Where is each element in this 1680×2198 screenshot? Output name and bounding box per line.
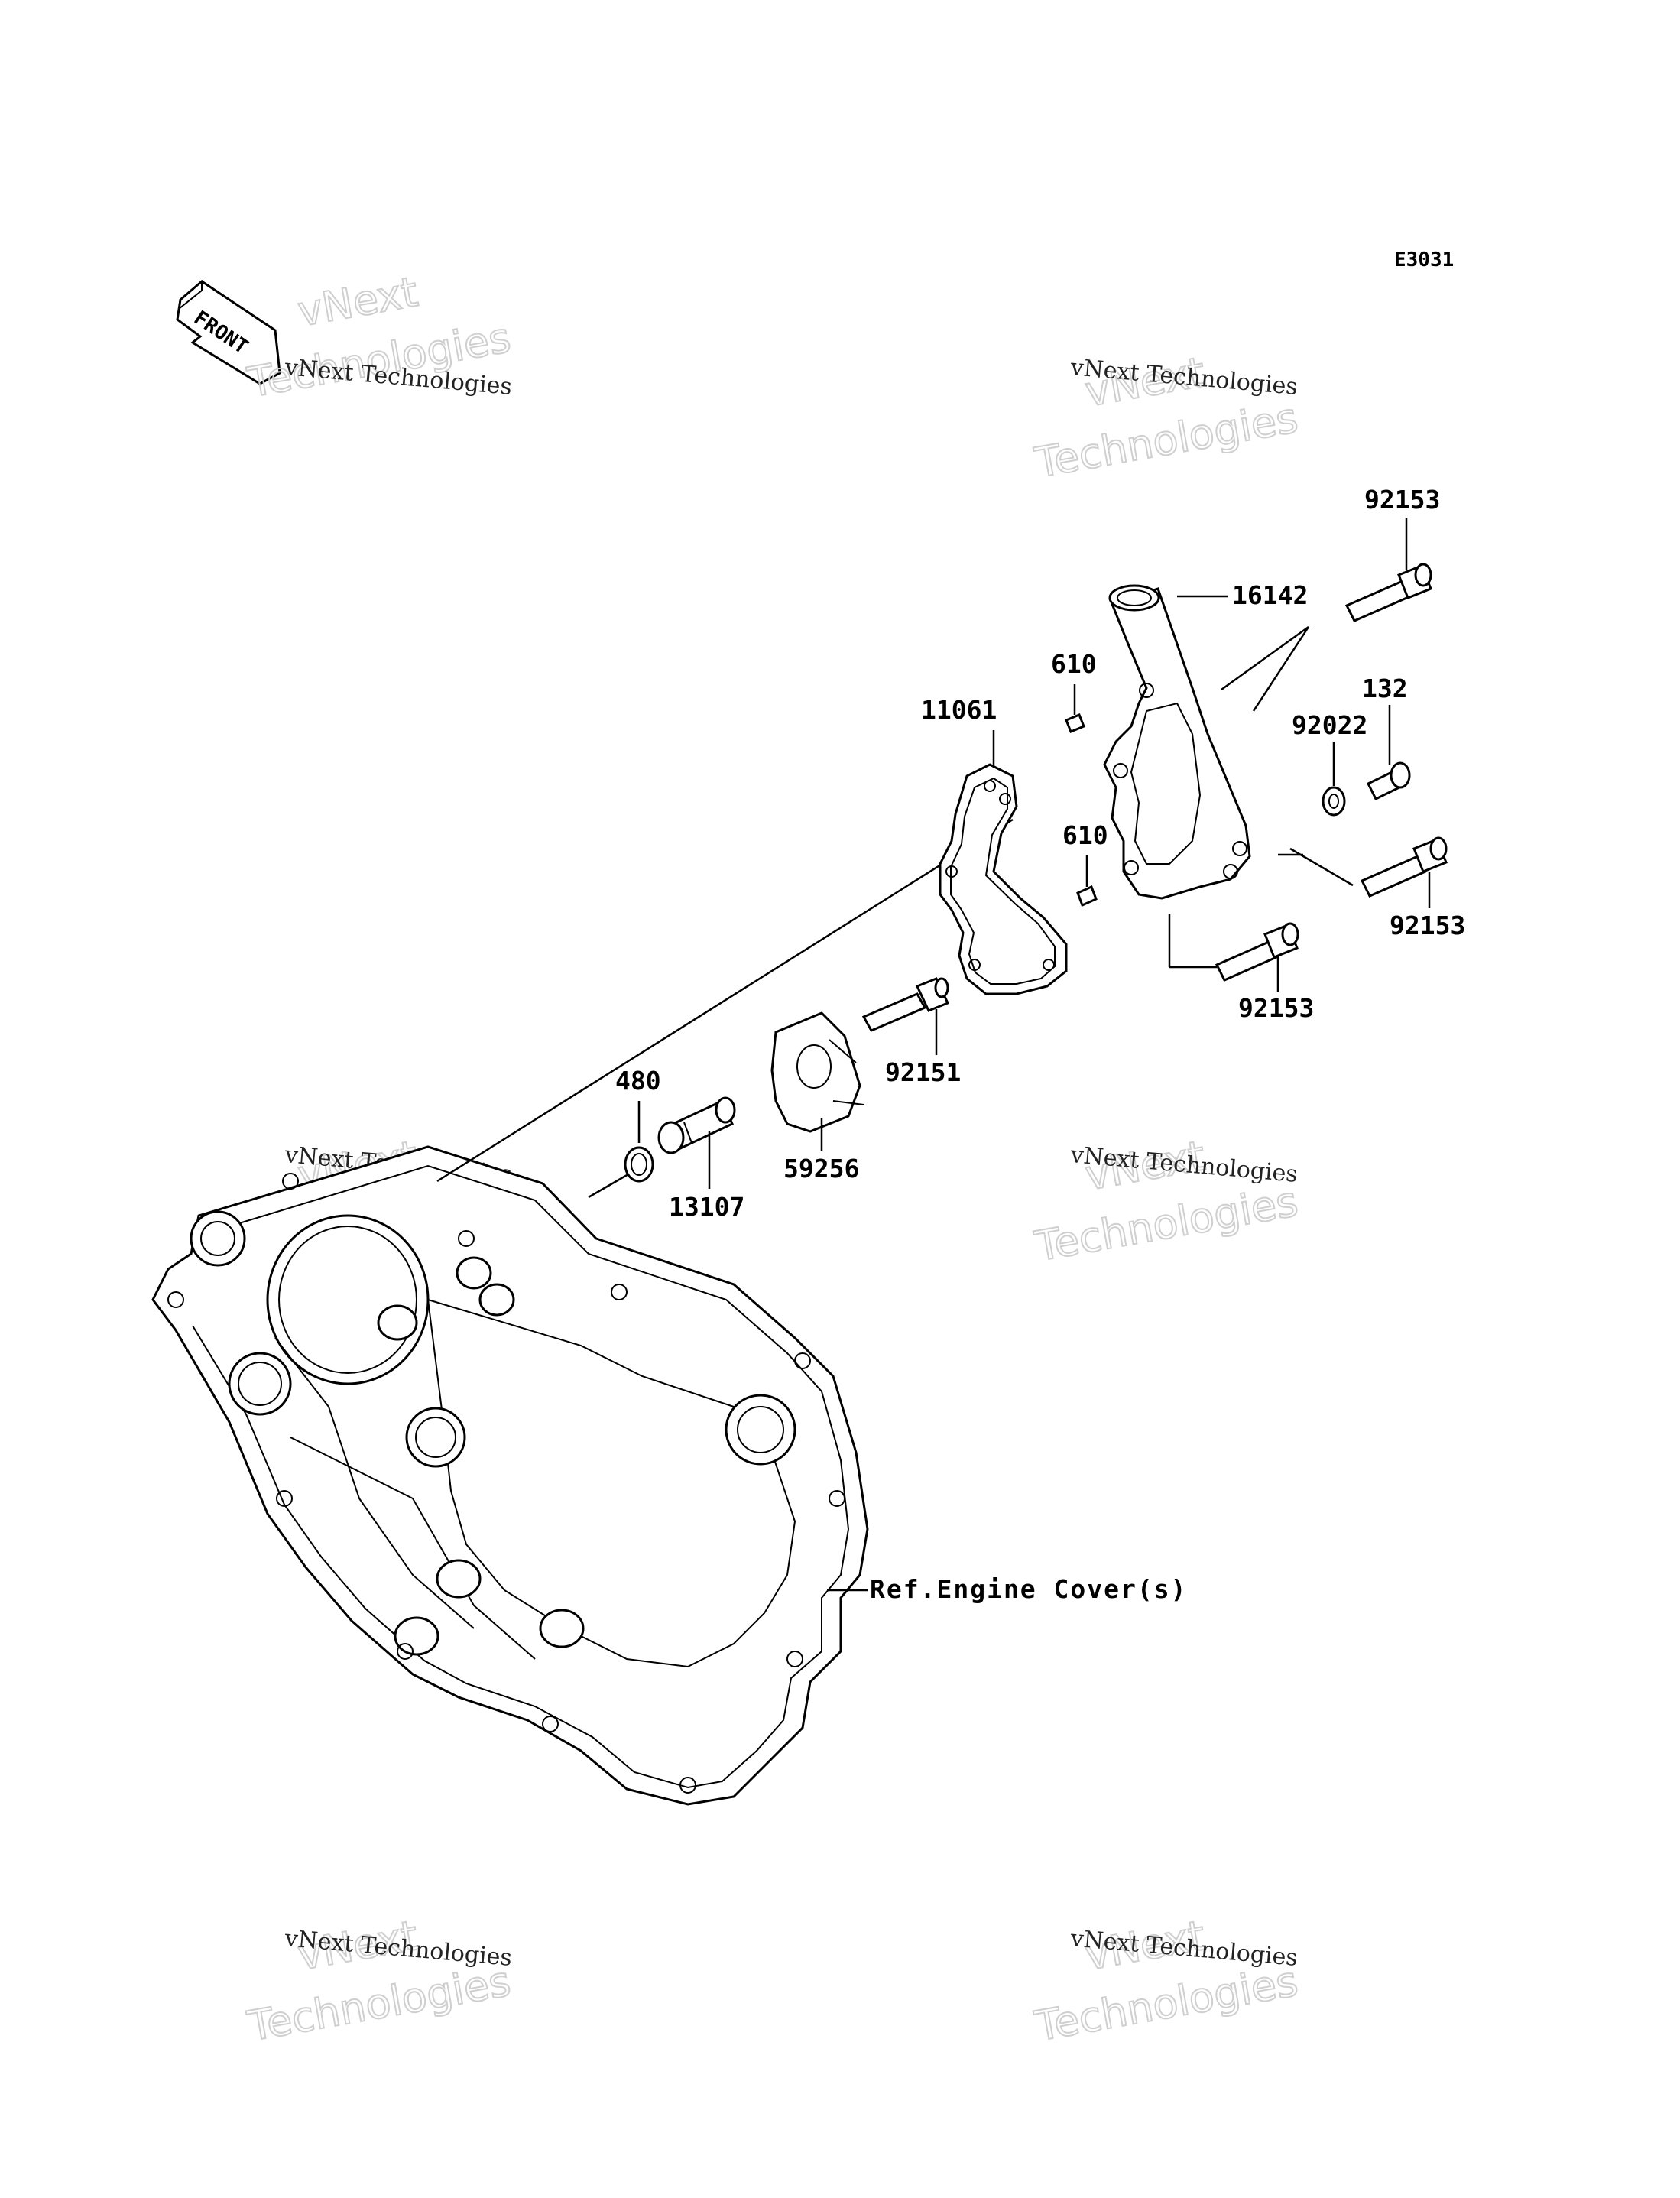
part-16142 — [1103, 584, 1251, 900]
part-92153c — [1215, 922, 1299, 982]
part-number-132[interactable]: 132 — [1362, 674, 1408, 703]
svg-text:vNext: vNext — [294, 268, 421, 336]
diagram-code: E3031 — [1394, 248, 1454, 271]
part-92153b — [1360, 836, 1448, 898]
part-number-92151[interactable]: 92151 — [885, 1057, 961, 1087]
reference-label: Ref.Engine Cover(s) — [870, 1574, 1188, 1604]
svg-text:Technologies: Technologies — [244, 1957, 514, 2050]
part-number-13107[interactable]: 13107 — [669, 1192, 744, 1222]
watermark-mid-right: vNext Technologies — [1030, 1131, 1302, 1271]
part-92151 — [861, 977, 950, 1032]
svg-text:Technologies: Technologies — [1031, 1957, 1302, 2050]
watermark-top-right: vNext Technologies — [1030, 347, 1302, 488]
part-number-92153-lower[interactable]: 92153 — [1238, 993, 1314, 1023]
svg-text:Technologies: Technologies — [1031, 1177, 1302, 1271]
part-number-610b[interactable]: 610 — [1062, 820, 1108, 850]
part-92153a — [1344, 563, 1432, 622]
part-610b — [1076, 885, 1098, 907]
engine-cover — [151, 1145, 869, 1806]
part-number-92153-top[interactable]: 92153 — [1364, 485, 1440, 515]
part-13107 — [657, 1096, 736, 1154]
part-610a — [1065, 713, 1085, 733]
part-11061 — [939, 763, 1068, 995]
part-number-92153-right[interactable]: 92153 — [1390, 911, 1465, 940]
svg-text:Technologies: Technologies — [1031, 394, 1302, 487]
part-number-610a[interactable]: 610 — [1051, 649, 1097, 679]
part-92022 — [1322, 786, 1346, 817]
part-132 — [1366, 761, 1411, 800]
part-480 — [624, 1146, 654, 1183]
part-number-59256[interactable]: 59256 — [783, 1154, 859, 1183]
part-59256 — [770, 1011, 864, 1133]
front-arrow-icon: FRONT — [176, 279, 281, 385]
watermark-bottom-right: vNext Technologies — [1030, 1911, 1302, 2051]
part-number-11061[interactable]: 11061 — [921, 695, 997, 725]
part-number-16142[interactable]: 16142 — [1232, 580, 1308, 610]
part-number-480[interactable]: 480 — [615, 1066, 661, 1096]
watermark-bottom-left: vNext Technologies — [243, 1911, 515, 2051]
part-number-92022[interactable]: 92022 — [1292, 710, 1367, 740]
